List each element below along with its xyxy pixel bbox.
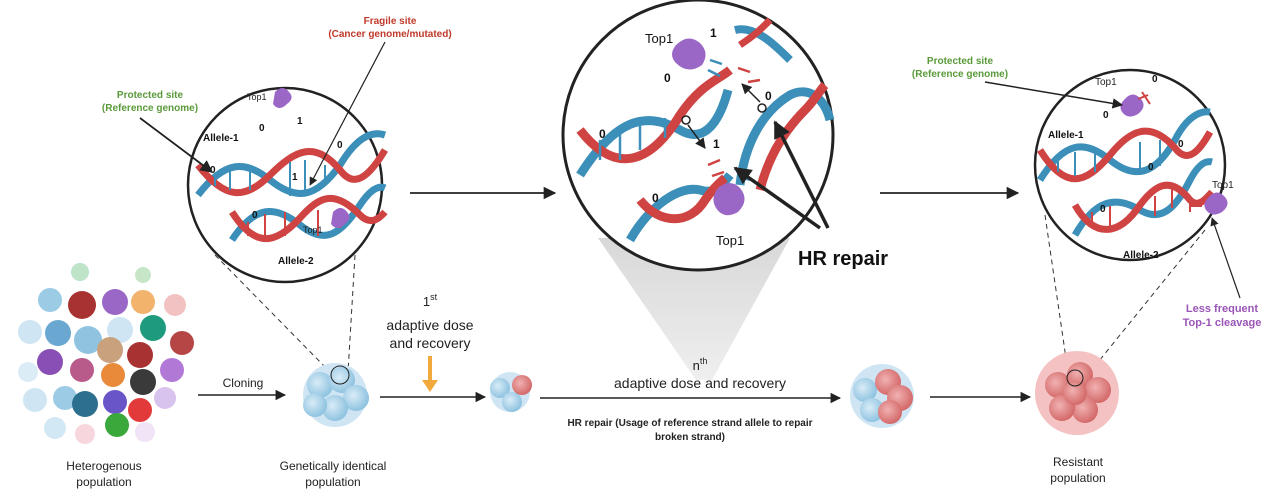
top1-icon [273, 88, 292, 108]
p1-num-1a: 1 [297, 116, 303, 127]
hr-arrow-1 [733, 166, 822, 230]
p3-num-0c: 0 [1178, 139, 1184, 150]
top1-icon-2 [331, 208, 350, 228]
p2-hr-repair: HR repair [798, 248, 888, 270]
p1-top1-b: Top1 [303, 225, 323, 235]
p3-protected-title: Protected site [927, 56, 994, 67]
orange-dose-arrowhead [422, 380, 438, 392]
protected-pointer [139, 117, 214, 173]
panel3-circle [1033, 68, 1228, 262]
p3-protected-sub: (Reference genome) [912, 69, 1008, 80]
p3-less-frequent-2: Top-1 cleavage [1183, 317, 1262, 329]
heterogenous-label-2: population [76, 475, 131, 489]
hr-arrow-2 [773, 120, 830, 229]
p3-allele1: Allele-1 [1048, 130, 1084, 141]
p3-top1-b: Top1 [1212, 180, 1234, 191]
resistant-label-1: Resistant [1053, 455, 1104, 469]
p3-num-0d: 0 [1148, 162, 1154, 173]
first-dose-line3: and recovery [390, 335, 471, 351]
p3-protected-pointer [984, 81, 1124, 109]
resistant-cluster [1035, 351, 1119, 435]
panel1-circle [186, 86, 389, 284]
p3-num-0b: 0 [1103, 110, 1109, 121]
mixed-cluster-2 [850, 364, 914, 428]
p2-top1-top: Top1 [645, 31, 673, 46]
p1-num-0d: 0 [252, 210, 258, 221]
p2-num-1-top: 1 [710, 26, 717, 40]
p3-less-frequent-1: Less frequent [1186, 303, 1258, 315]
top1-icon-3 [672, 38, 706, 70]
p1-allele2: Allele-2 [278, 256, 314, 267]
cloning-label: Cloning [223, 376, 264, 390]
hr-note-2: broken strand) [655, 432, 725, 443]
nth-sup: th [700, 356, 708, 366]
small-mixed-cluster [490, 372, 532, 412]
identical-label-2: population [305, 475, 360, 489]
top1-icon-6 [1204, 192, 1228, 215]
p2-num-0-mid: 0 [765, 89, 772, 103]
heterogenous-cells [18, 263, 194, 444]
p1-fragile-title: Fragile site [364, 16, 417, 27]
p3-top1-a: Top1 [1095, 77, 1117, 88]
fragile-pointer [309, 41, 386, 186]
nth-dose-line2: adaptive dose and recovery [614, 375, 786, 391]
p1-num-1b: 1 [292, 172, 298, 183]
less-frequent-pointer [1210, 217, 1241, 299]
p3-num-0e: 0 [1100, 204, 1106, 215]
panel2-circle [561, 0, 835, 272]
resistant-label-2: population [1050, 471, 1105, 485]
p1-allele1: Allele-1 [203, 133, 239, 144]
p2-num-0-bottom: 0 [652, 191, 659, 205]
p1-num-0b: 0 [337, 140, 343, 151]
identical-label-1: Genetically identical [280, 459, 387, 473]
first-dose-line2: adaptive dose [386, 317, 473, 333]
zoom-cone [598, 238, 790, 380]
first-sup: st [430, 292, 438, 302]
first-base: 1 [423, 294, 430, 309]
p2-num-1-mid: 1 [713, 137, 720, 151]
p1-protected-title: Protected site [117, 90, 184, 101]
nth-base: n [693, 358, 700, 373]
heterogenous-label-1: Heterogenous [66, 459, 141, 473]
p1-protected-sub: (Reference genome) [102, 103, 198, 114]
hr-note-1: HR repair (Usage of reference strand all… [567, 418, 812, 429]
p1-num-0a: 0 [259, 123, 265, 134]
p1-fragile-sub: (Cancer genome/mutated) [328, 29, 451, 40]
p2-num-0-farleft: 0 [599, 127, 606, 141]
p1-top1-a: Top1 [247, 92, 267, 102]
p3-num-0a: 0 [1152, 74, 1158, 85]
identical-cluster [303, 363, 369, 427]
p2-top1-bottom: Top1 [716, 233, 744, 248]
first-dose-line1: 1st [423, 292, 438, 309]
top1-icon-5 [1120, 94, 1144, 117]
p2-num-0-left: 0 [664, 71, 671, 85]
p3-allele2: Allele-2 [1123, 250, 1159, 261]
top1-icon-4 [713, 183, 745, 216]
nth-dose-line1: nth [693, 356, 708, 373]
